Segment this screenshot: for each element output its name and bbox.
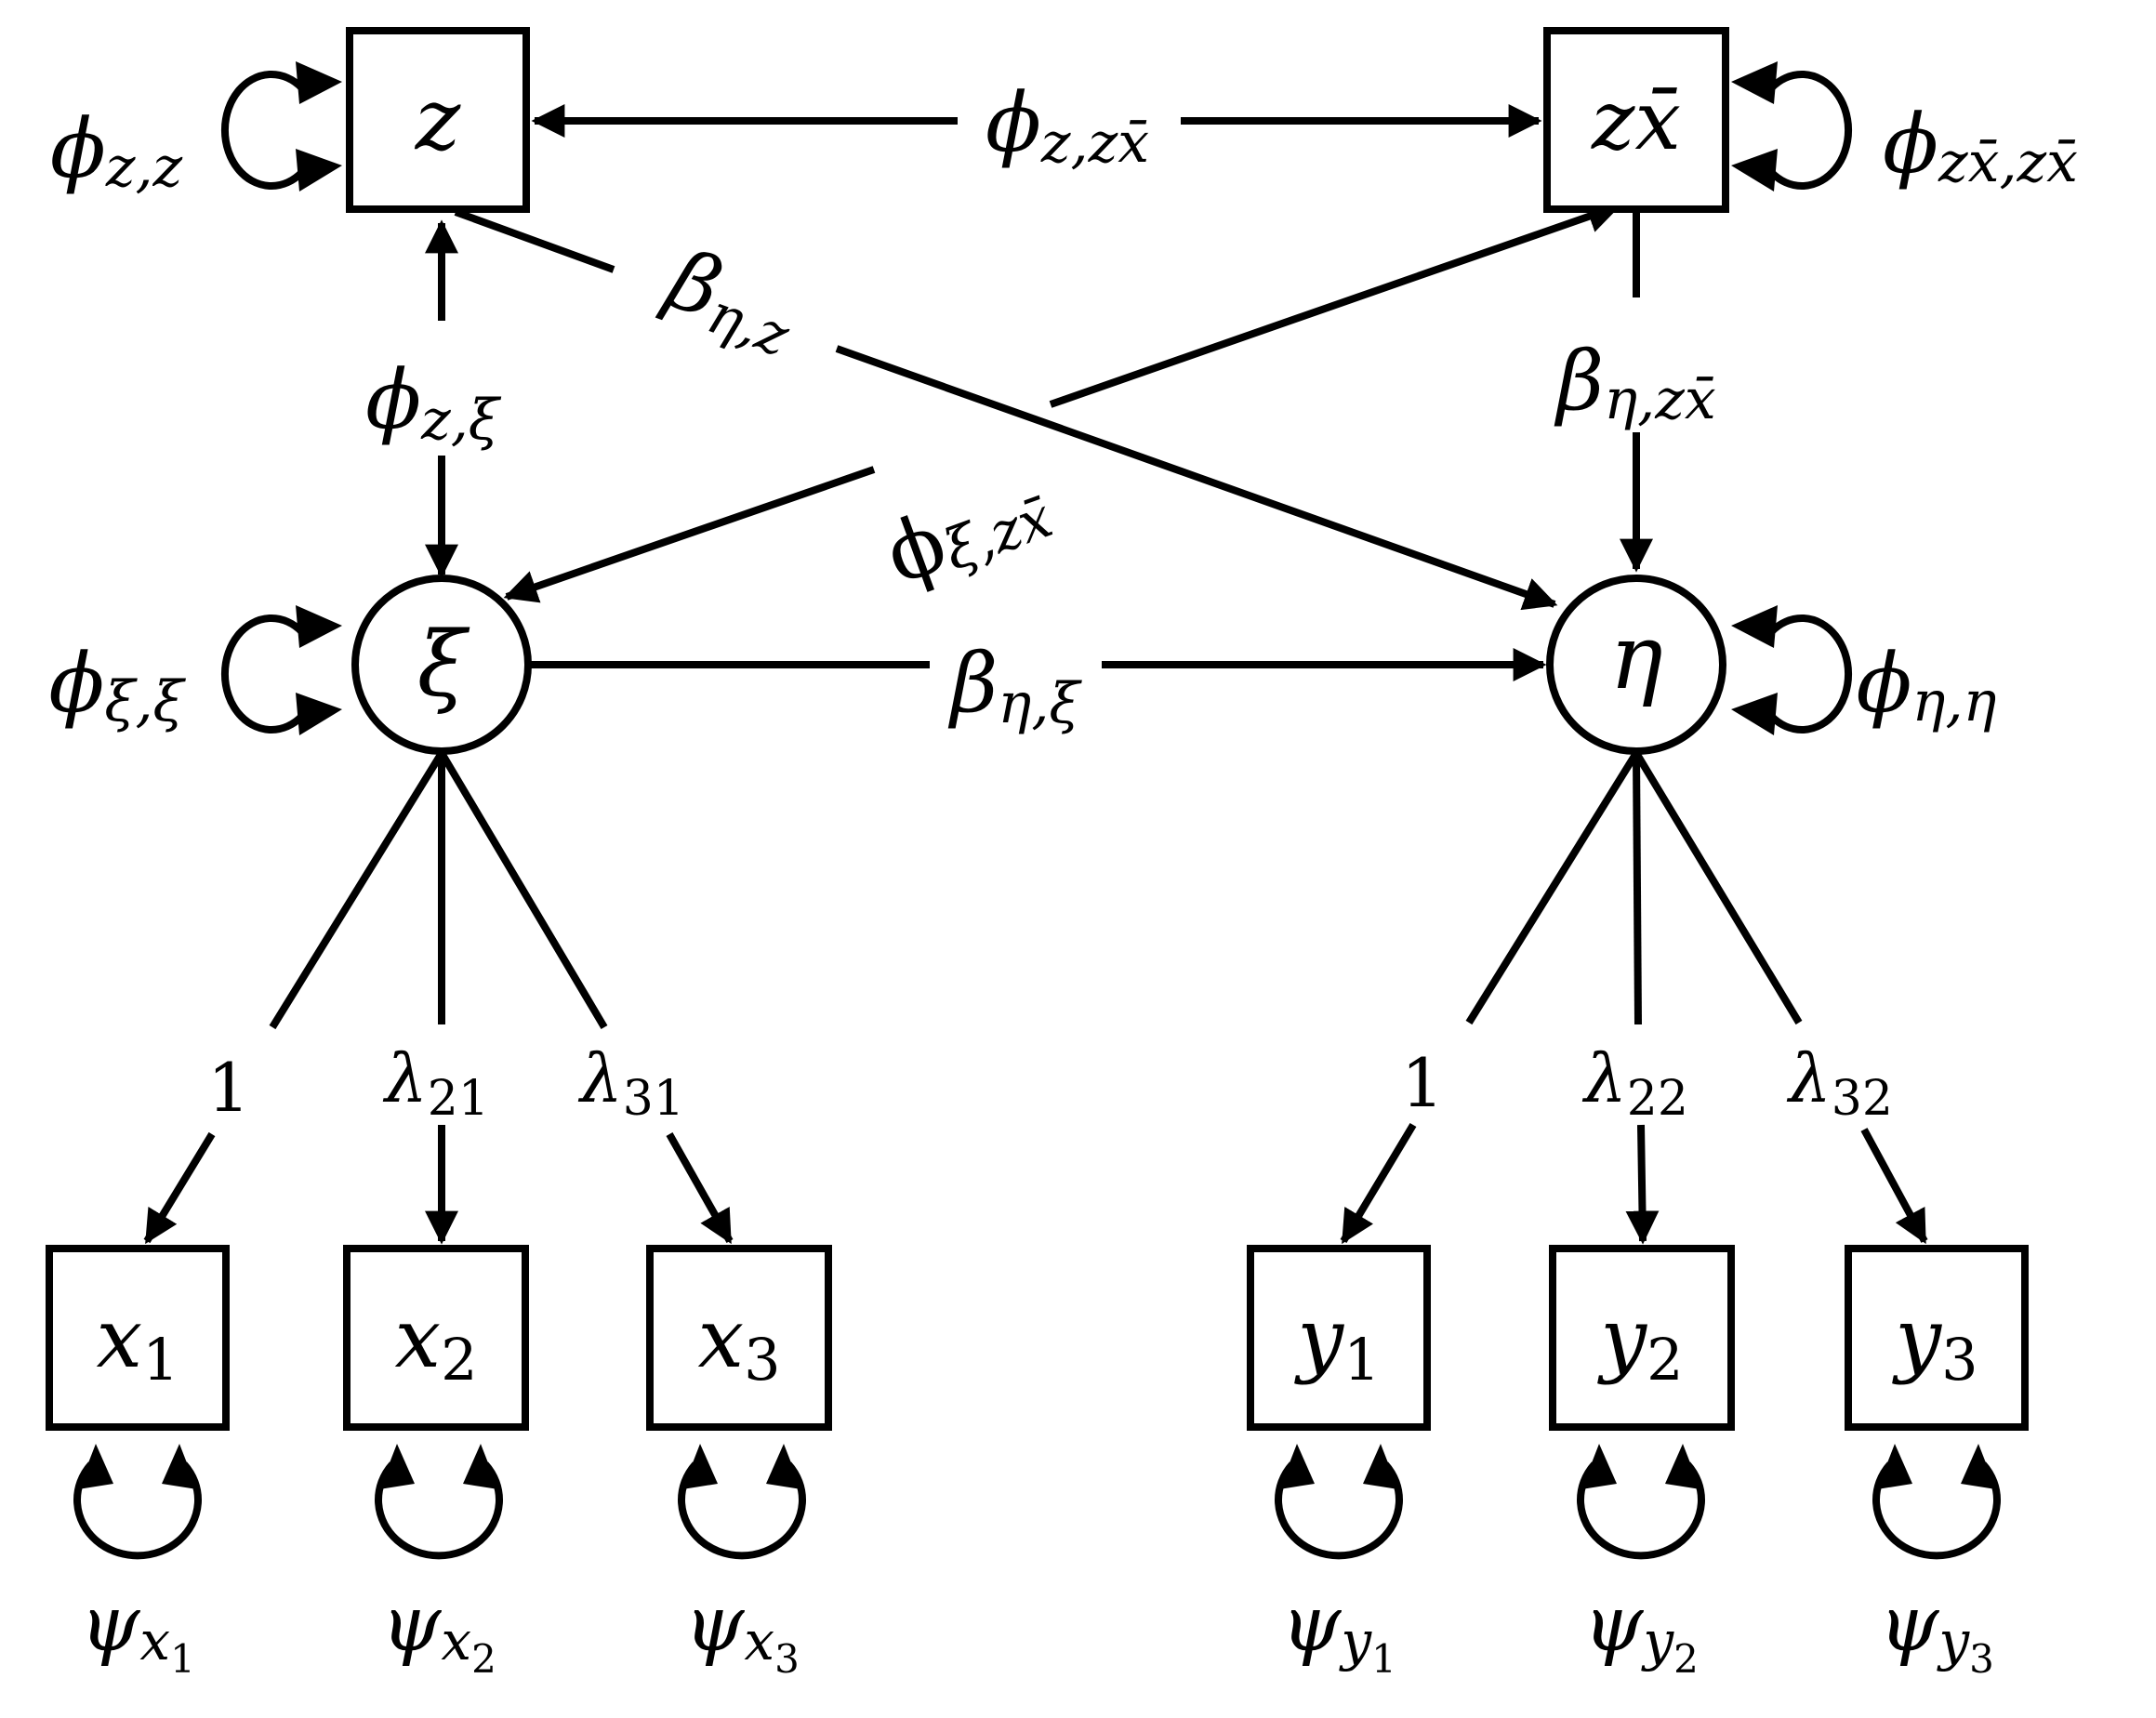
label-load-y1: 1 [1401,1044,1444,1122]
svg-text:ξ: ξ [417,613,470,717]
svg-text:y1: y1 [1293,1290,1380,1394]
label-load-x2: λ21 [382,1039,489,1127]
loop-xi [220,605,342,735]
node-y3: y3 [1845,1245,2029,1431]
label-psi-y3: ψy3 [1879,1580,1994,1682]
svg-text:x1: x1 [96,1290,179,1394]
label-beta-eta-xi: βη,ξ [948,635,1083,736]
svg-text:x3: x3 [697,1290,780,1394]
loop-x2 [375,1444,503,1560]
node-y2: y2 [1549,1245,1735,1431]
edge-z-eta-a [454,208,615,273]
label-psi-x3: ψx3 [684,1580,800,1682]
node-xi: ξ [351,575,532,755]
label-phi-xi-xi: ϕξ,ξ [48,635,186,734]
node-x3: x3 [646,1245,832,1431]
svg-text:zx̄: zx̄ [1591,73,1681,168]
label-load-x3: λ31 [577,1039,684,1127]
loop-z [220,61,342,192]
label-phi-zx-zx: ϕzx̄,zx̄ [1883,96,2078,195]
load-xi-x1-a [269,750,445,1030]
label-psi-y1: ψy1 [1281,1580,1396,1682]
load-eta-y1-a [1465,750,1640,1025]
label-beta-eta-z: βη,z [652,230,810,370]
loop-x1 [73,1444,202,1560]
loop-y3 [1872,1444,2001,1560]
load-eta-y1-b [1340,1122,1417,1245]
label-psi-x1: ψx1 [80,1580,195,1682]
loop-x3 [678,1444,806,1560]
label-phi-eta-eta: ϕη,η [1857,635,1997,734]
label-phi-xi-zx: ϕξ,zx̄ [873,456,1061,603]
load-eta-y2-b [1625,1124,1660,1245]
load-eta-y3-a [1633,750,1803,1025]
label-phi-z-xi: ϕz,ξ [365,351,502,453]
node-x2: x2 [343,1245,529,1431]
loop-y2 [1577,1444,1705,1560]
svg-text:z: z [415,70,461,169]
loop-y1 [1275,1444,1403,1560]
edge-z-eta-b [835,345,1558,611]
load-eta-y3-b [1860,1128,1928,1245]
node-x1: x1 [46,1245,230,1431]
label-beta-eta-zx: βη,zx̄ [1554,333,1715,432]
label-psi-x2: ψx2 [381,1580,496,1682]
svg-text:x2: x2 [394,1290,477,1394]
label-phi-z-zx: ϕz,zx̄ [985,74,1149,176]
svg-text:η: η [1609,605,1663,709]
svg-text:y2: y2 [1596,1290,1683,1394]
label-psi-y2: ψy2 [1583,1580,1699,1682]
load-xi-x3-b [666,1132,734,1245]
label-load-x1: 1 [207,1049,250,1127]
label-load-y3: λ32 [1786,1039,1893,1127]
label-phi-z-z: ϕz,z [50,100,183,200]
loop-zx [1731,61,1853,192]
node-y1: y1 [1247,1245,1431,1431]
loop-eta [1731,605,1853,735]
svg-text:y3: y3 [1891,1290,1977,1394]
edge-xi-zx-b [1049,200,1621,408]
edge-xi-zx-a [503,466,876,603]
node-z: z [346,27,530,213]
node-zx: zx̄ [1543,27,1729,213]
label-load-y2: λ22 [1581,1039,1688,1127]
node-eta: η [1546,575,1726,755]
load-eta-y2-a [1633,752,1642,1025]
load-xi-x1-b [143,1131,216,1245]
load-xi-x3-a [438,750,608,1030]
